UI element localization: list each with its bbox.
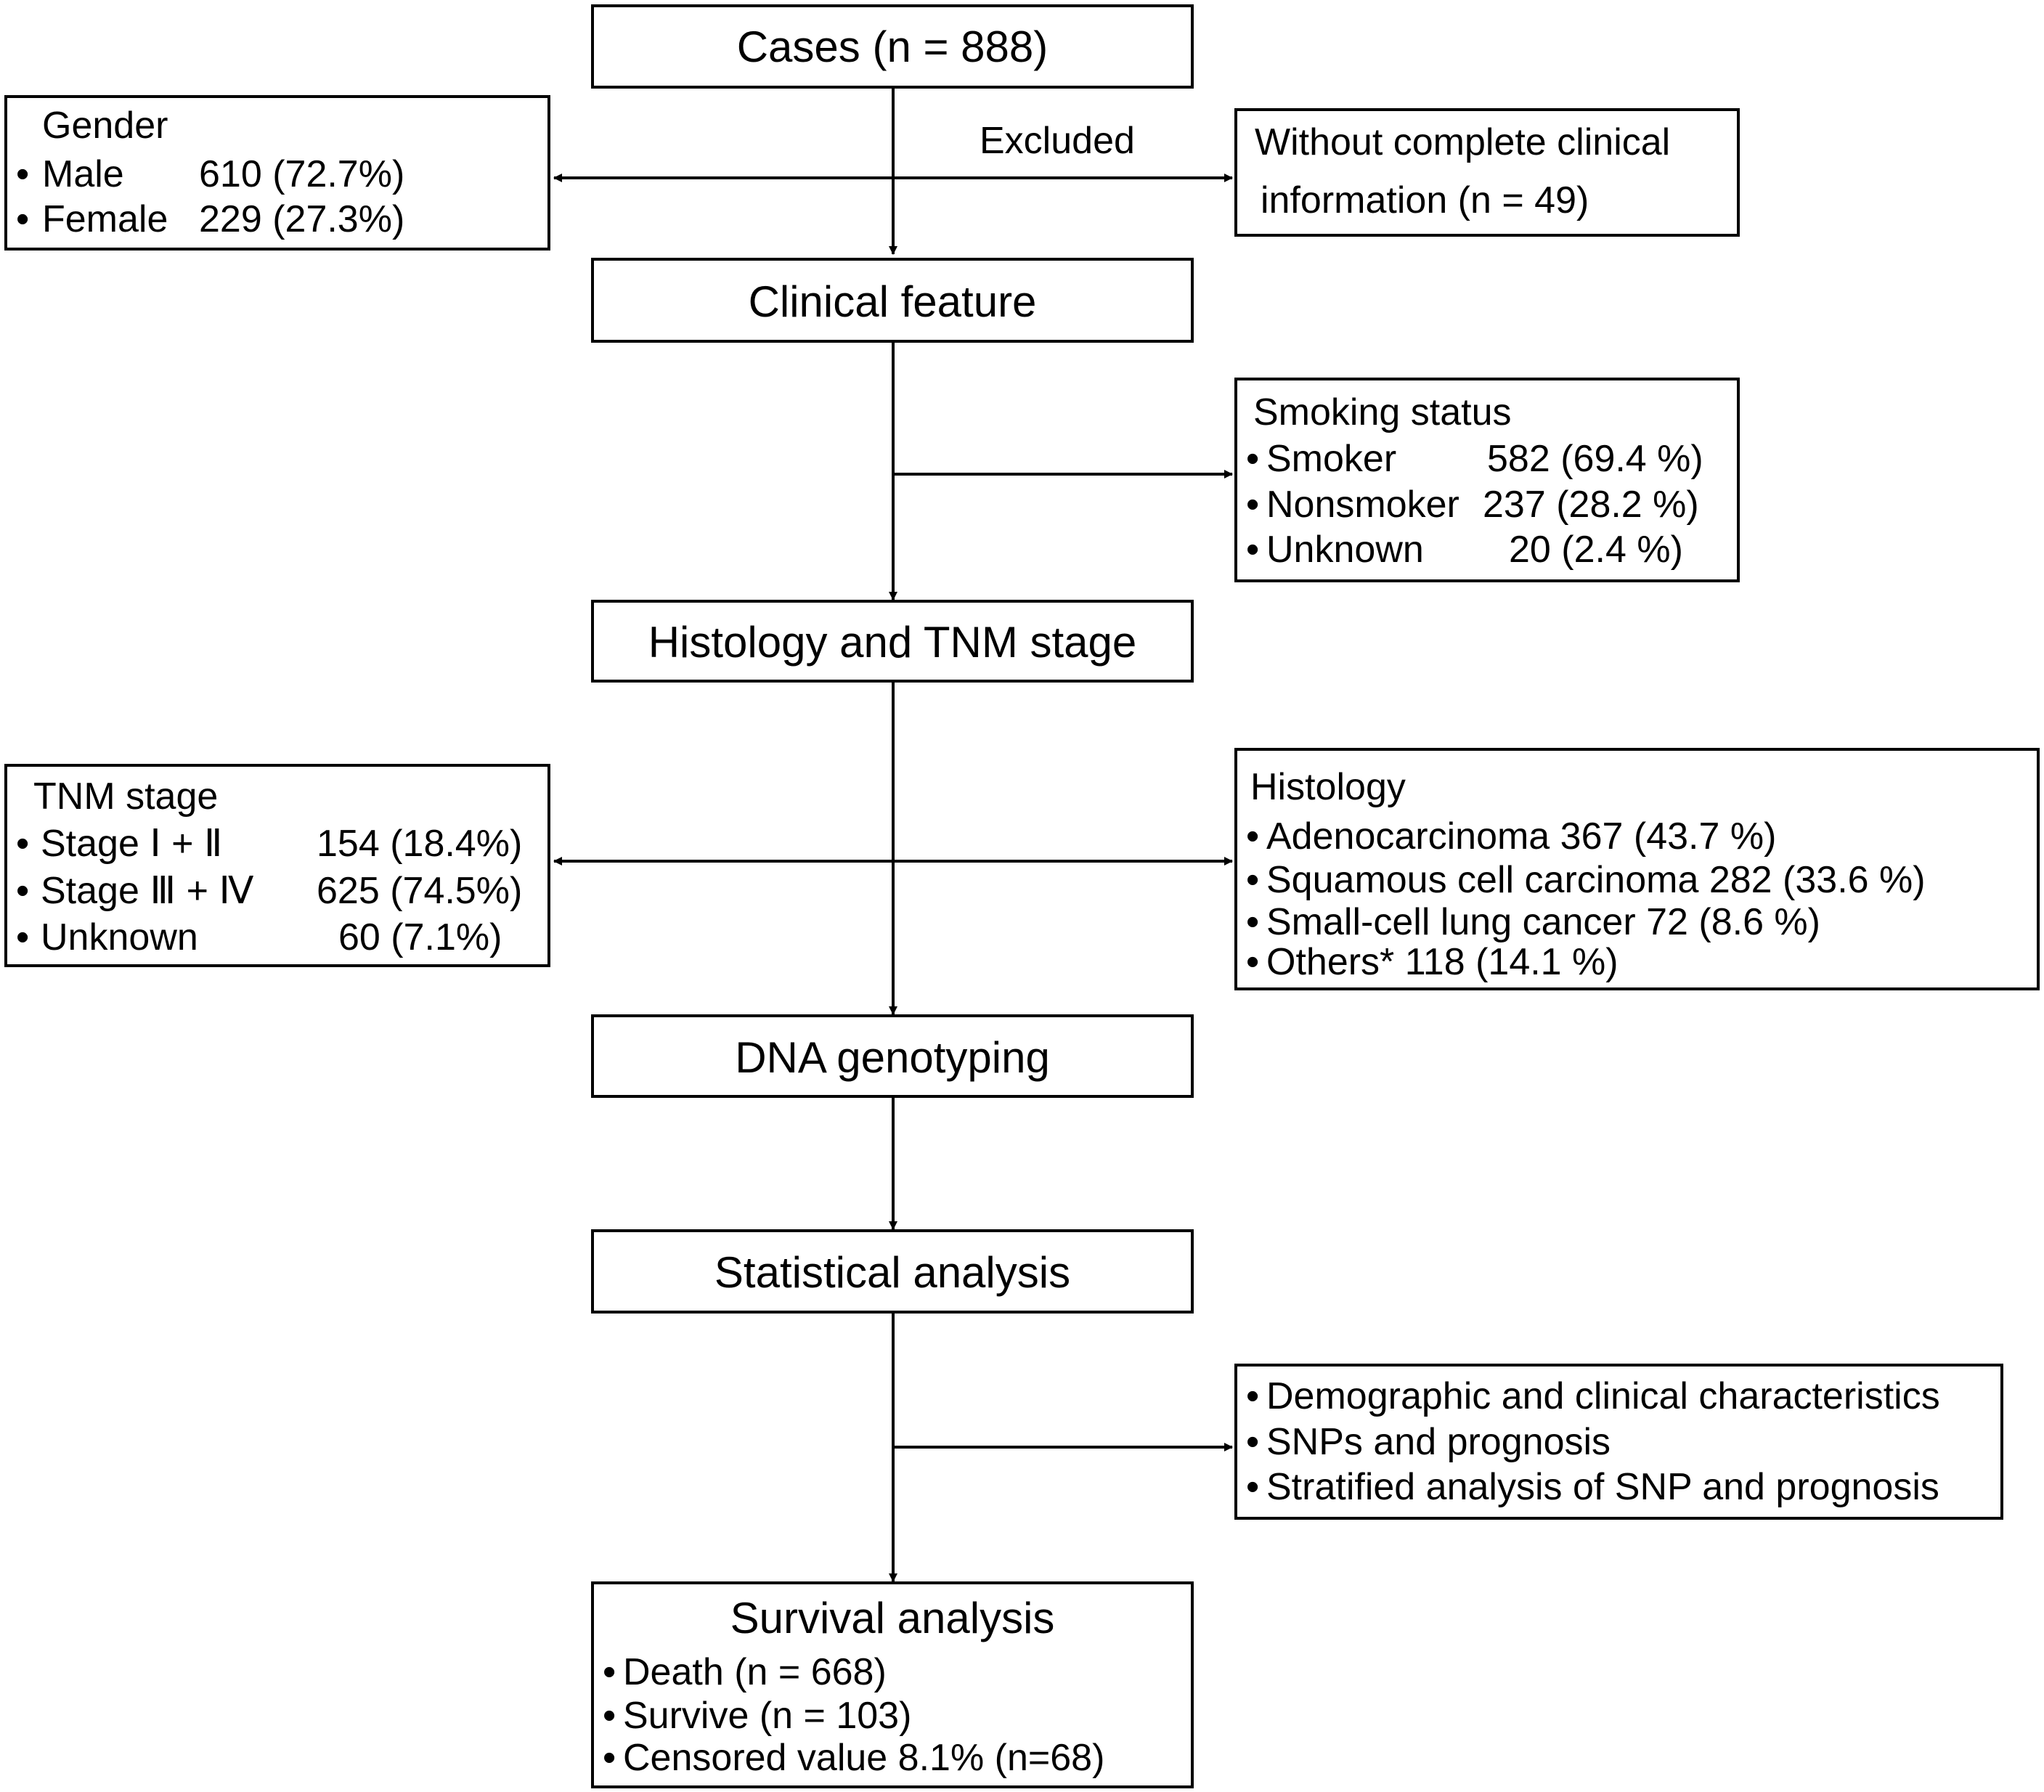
excluded-line1: Without complete clinical xyxy=(1255,121,1671,163)
tnm-unknown-label: Unknown xyxy=(41,916,198,958)
dna-genotyping-box: DNA genotyping xyxy=(591,1014,1194,1098)
bullet-icon: • xyxy=(603,1651,616,1693)
gender-female-value: 229 (27.3%) xyxy=(199,198,405,240)
tnm-unknown-value: 60 (7.1%) xyxy=(338,916,502,958)
bullet-icon: • xyxy=(1246,859,1260,901)
bullet-icon: • xyxy=(1246,438,1260,480)
histology-box: Histology • Adenocarcinoma 367 (43.7 %) … xyxy=(1234,748,2040,990)
smoking-title: Smoking status xyxy=(1253,391,1512,433)
gender-box: Gender • Male 610 (72.7%) • Female 229 (… xyxy=(4,95,550,251)
tnm-stage34-value: 625 (74.5%) xyxy=(317,870,523,912)
analysis-item: Demographic and clinical characteristics xyxy=(1266,1375,1940,1417)
analysis-item: SNPs and prognosis xyxy=(1266,1421,1611,1463)
bullet-icon: • xyxy=(1246,815,1260,858)
bullet-icon: • xyxy=(1246,1421,1260,1463)
histology-item: Adenocarcinoma 367 (43.7 %) xyxy=(1266,815,1777,858)
smoking-unknown-value: 20 (2.4 %) xyxy=(1509,529,1683,571)
survival-analysis-title: Survival analysis xyxy=(730,1594,1055,1642)
histology-item: Small-cell lung cancer 72 (8.6 %) xyxy=(1266,901,1820,943)
bullet-icon: • xyxy=(16,823,30,865)
bullet-icon: • xyxy=(1246,529,1260,571)
bullet-icon: • xyxy=(603,1695,616,1737)
smoking-unknown-label: Unknown xyxy=(1266,529,1424,571)
clinical-feature-label: Clinical feature xyxy=(748,277,1037,326)
tnm-stage34-label: Stage Ⅲ + Ⅳ xyxy=(41,870,254,912)
statistical-analysis-label: Statistical analysis xyxy=(714,1248,1071,1297)
gender-male-value: 610 (72.7%) xyxy=(199,153,405,195)
bullet-icon: • xyxy=(1246,1375,1260,1417)
tnm-stage12-value: 154 (18.4%) xyxy=(317,823,523,865)
cases-box: Cases (n = 888) xyxy=(591,4,1194,89)
dna-genotyping-label: DNA genotyping xyxy=(735,1033,1050,1082)
excluded-label: Excluded xyxy=(980,120,1135,162)
analysis-box: • Demographic and clinical characteristi… xyxy=(1234,1364,2003,1520)
excluded-line2: information (n = 49) xyxy=(1261,179,1589,221)
survival-item: Censored value 8.1% (n=68) xyxy=(623,1737,1105,1779)
bullet-icon: • xyxy=(603,1737,616,1779)
bullet-icon: • xyxy=(1246,1466,1260,1508)
histology-tnm-label: Histology and TNM stage xyxy=(648,618,1137,667)
smoking-smoker-value: 582 (69.4 %) xyxy=(1487,438,1703,480)
clinical-feature-box: Clinical feature xyxy=(591,258,1194,343)
smoking-status-box: Smoking status • Smoker 582 (69.4 %) • N… xyxy=(1234,378,1740,582)
bullet-icon: • xyxy=(1246,484,1260,526)
bullet-icon: • xyxy=(16,916,30,958)
survival-analysis-box: Survival analysis • Death (n = 668) • Su… xyxy=(591,1581,1194,1788)
histology-item: Others* 118 (14.1 %) xyxy=(1266,941,1618,983)
smoking-nonsmoker-value: 237 (28.2 %) xyxy=(1483,484,1699,526)
survival-item: Death (n = 668) xyxy=(623,1651,887,1693)
analysis-item: Stratified analysis of SNP and prognosis xyxy=(1266,1466,1939,1508)
statistical-analysis-box: Statistical analysis xyxy=(591,1229,1194,1314)
histology-tnm-box: Histology and TNM stage xyxy=(591,600,1194,683)
bullet-icon: • xyxy=(16,153,30,195)
bullet-icon: • xyxy=(1246,901,1260,943)
cases-label: Cases (n = 888) xyxy=(736,23,1049,71)
tnm-stage-box: TNM stage • Stage Ⅰ + Ⅱ 154 (18.4%) • St… xyxy=(4,764,550,967)
bullet-icon: • xyxy=(16,870,30,912)
bullet-icon: • xyxy=(1246,941,1260,983)
gender-male-label: Male xyxy=(42,153,124,195)
excluded-box: Without complete clinical information (n… xyxy=(1234,108,1740,237)
tnm-stage12-label: Stage Ⅰ + Ⅱ xyxy=(41,823,223,865)
gender-title: Gender xyxy=(42,105,168,147)
histology-title: Histology xyxy=(1250,766,1406,808)
gender-female-label: Female xyxy=(42,198,168,240)
histology-item: Squamous cell carcinoma 282 (33.6 %) xyxy=(1266,859,1926,901)
bullet-icon: • xyxy=(16,198,30,240)
smoking-smoker-label: Smoker xyxy=(1266,438,1397,480)
survival-item: Survive (n = 103) xyxy=(623,1695,912,1737)
smoking-nonsmoker-label: Nonsmoker xyxy=(1266,484,1459,526)
tnm-title: TNM stage xyxy=(33,775,219,818)
